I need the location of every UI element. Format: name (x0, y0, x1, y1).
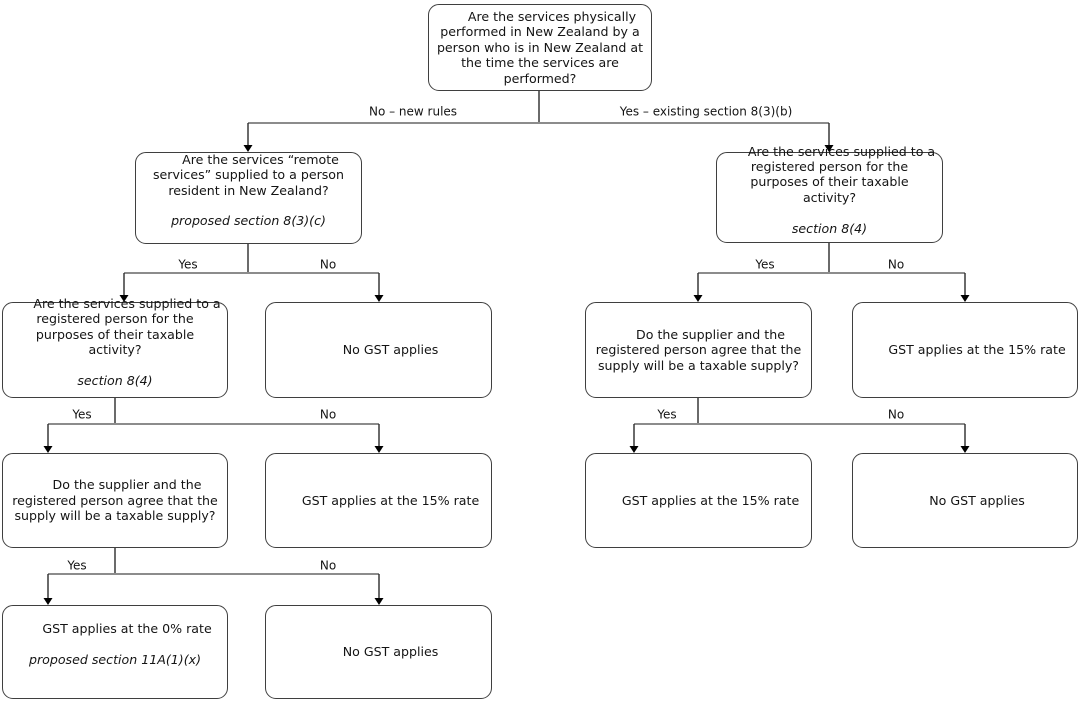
node-gst-0-result: GST applies at the 0% rate proposed sect… (2, 605, 228, 699)
edge-label-l2-yes: Yes (72, 407, 92, 422)
edge-label-r2-yes: Yes (657, 407, 677, 422)
node-no-gst-right: No GST applies (852, 453, 1078, 548)
arrowhead (629, 446, 639, 453)
edge-label-l1-yes: Yes (178, 257, 198, 272)
arrowhead (693, 295, 703, 302)
node-text: Do the supplier and the registered perso… (595, 326, 802, 373)
edge-label-r1-no: No (887, 257, 905, 272)
node-text: Are the services “remote services” suppl… (152, 151, 344, 198)
edge-label-r2-no: No (887, 407, 905, 422)
section-reference: section 8(4) (791, 220, 868, 236)
node-text: No GST applies (342, 644, 439, 660)
node-remote-services-question: Are the services “remote services” suppl… (135, 152, 362, 244)
arrowhead (960, 295, 970, 302)
arrowhead (43, 598, 53, 605)
node-text: Are the services supplied to a registere… (747, 143, 936, 205)
edge-label-l2-no: No (319, 407, 337, 422)
edge-label-l1-no: No (319, 257, 337, 272)
arrowhead (374, 598, 384, 605)
section-reference: section 8(4) (77, 373, 153, 389)
node-registered-person-question-left: Are the services supplied to a registere… (2, 296, 228, 398)
node-text: No GST applies (929, 492, 1025, 508)
edge-label-root-no: No – new rules (368, 104, 458, 119)
node-gst-15-left: GST applies at the 15% rate (265, 453, 492, 548)
node-root-question: Are the services physically performed in… (428, 4, 652, 91)
section-reference: proposed section 8(3)(c) (171, 213, 326, 229)
edge-label-l3-no: No (319, 558, 337, 573)
node-text: Are the services supplied to a registere… (33, 296, 221, 358)
node-no-gst-left-bottom: No GST applies (265, 605, 492, 699)
arrowhead (960, 446, 970, 453)
arrowhead (374, 446, 384, 453)
edge-label-r1-yes: Yes (755, 257, 775, 272)
arrowhead (43, 446, 53, 453)
node-text: GST applies at the 15% rate (888, 342, 1066, 358)
node-taxable-supply-question-right: Do the supplier and the registered perso… (585, 302, 812, 398)
node-text: GST applies at the 15% rate (301, 492, 480, 508)
node-text: No GST applies (342, 342, 439, 358)
node-gst-15-right-bottom: GST applies at the 15% rate (585, 453, 812, 548)
arrowhead (374, 295, 384, 302)
node-registered-person-question-right: Are the services supplied to a registere… (716, 144, 943, 243)
node-text: Do the supplier and the registered perso… (12, 477, 218, 524)
edge-label-l3-yes: Yes (67, 558, 87, 573)
edge-label-root-yes: Yes – existing section 8(3)(b) (619, 104, 793, 119)
section-reference: proposed section 11A(1)(x) (28, 652, 201, 667)
node-taxable-supply-question-left: Do the supplier and the registered perso… (2, 453, 228, 548)
node-gst-15-right-top: GST applies at the 15% rate (852, 302, 1078, 398)
node-text: GST applies at the 15% rate (621, 492, 800, 508)
node-text: Are the services physically performed in… (436, 8, 644, 86)
node-no-gst-left-mid: No GST applies (265, 302, 492, 398)
node-text: GST applies at the 0% rate (42, 621, 212, 637)
